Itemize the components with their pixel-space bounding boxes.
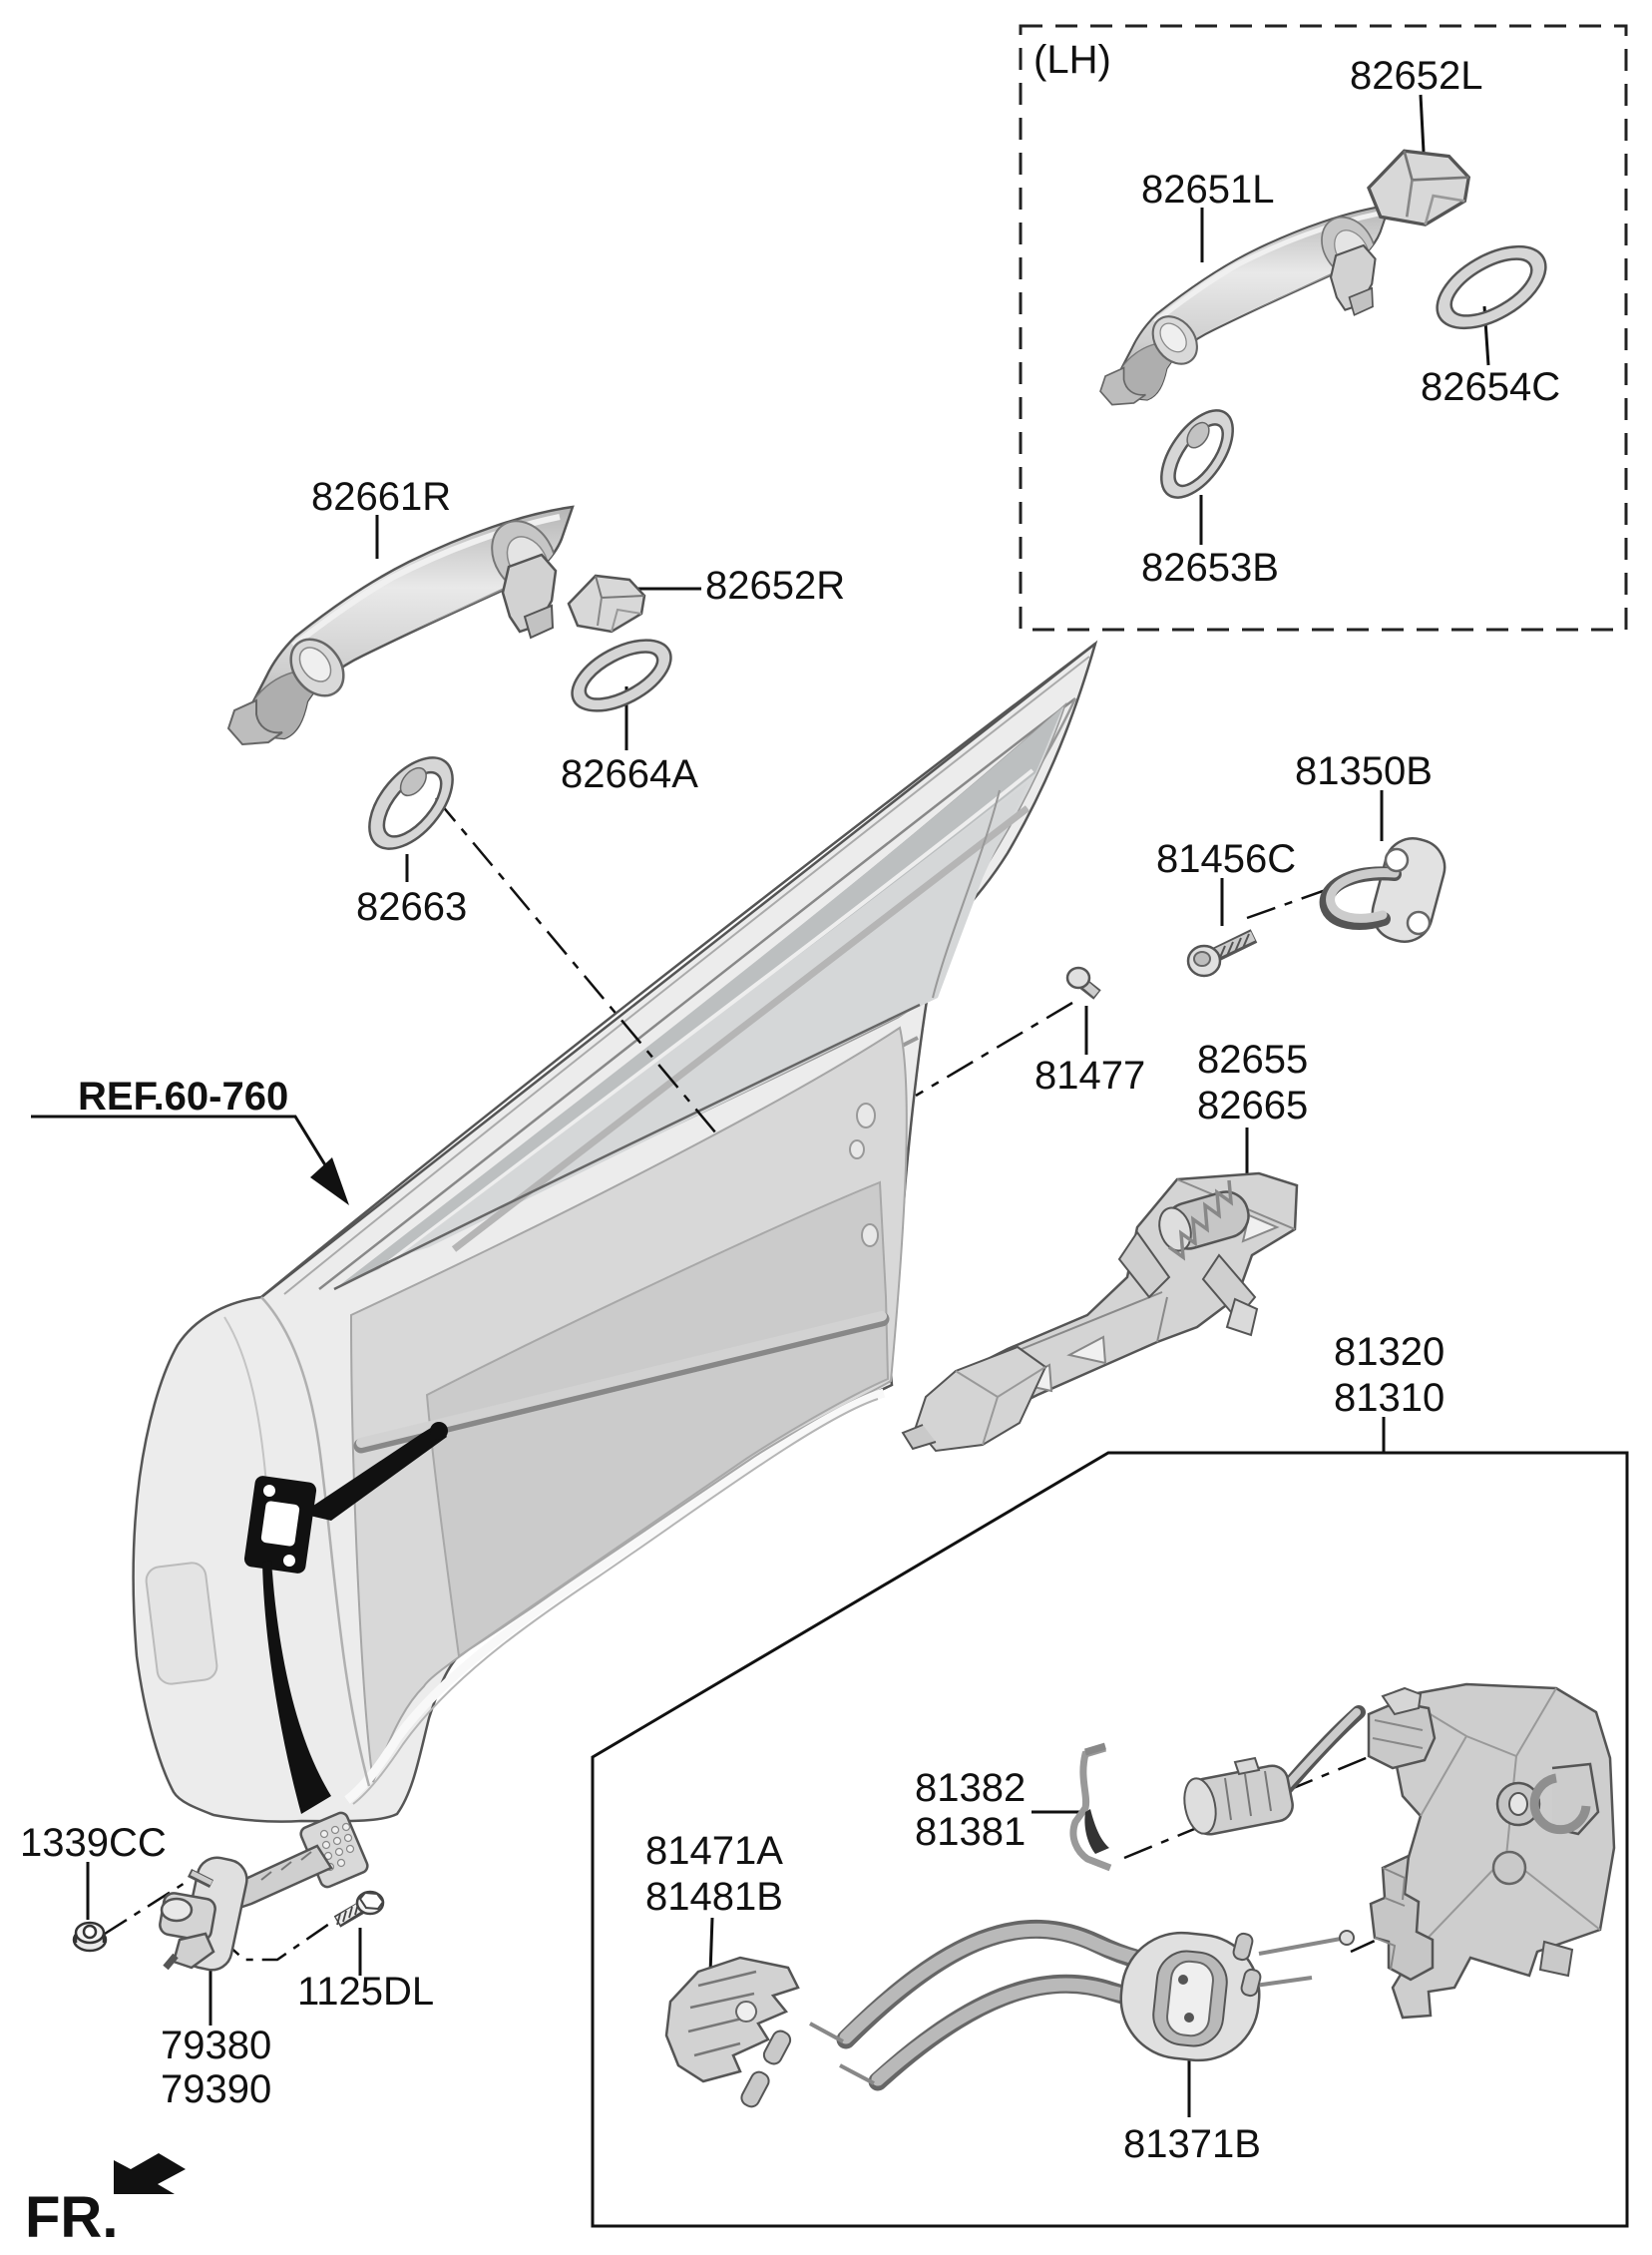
svg-text:81350B: 81350B [1295,749,1433,793]
svg-text:82653B: 82653B [1141,546,1279,590]
svg-text:81481B: 81481B [645,1875,783,1919]
svg-text:1339CC: 1339CC [20,1821,167,1865]
svg-text:82663: 82663 [356,885,467,929]
svg-text:81381: 81381 [915,1810,1026,1854]
svg-text:1125DL: 1125DL [297,1970,434,2014]
svg-text:(LH): (LH) [1033,38,1111,82]
svg-text:82665: 82665 [1197,1084,1308,1128]
svg-text:81382: 81382 [915,1766,1026,1810]
svg-text:82652L: 82652L [1350,54,1482,98]
svg-text:82654C: 82654C [1421,365,1560,409]
svg-text:81320: 81320 [1334,1330,1445,1374]
svg-text:81477: 81477 [1034,1054,1145,1098]
svg-text:FR.: FR. [25,2185,118,2250]
svg-text:82652R: 82652R [705,564,845,608]
svg-text:79390: 79390 [161,2067,271,2111]
svg-text:82661R: 82661R [311,475,451,519]
svg-text:81371B: 81371B [1123,2122,1261,2166]
svg-text:REF.60-760: REF.60-760 [78,1075,288,1119]
svg-text:81471A: 81471A [645,1829,783,1873]
svg-text:82651L: 82651L [1141,168,1274,212]
svg-text:79380: 79380 [161,2024,271,2067]
svg-text:82655: 82655 [1197,1038,1308,1082]
svg-text:81456C: 81456C [1156,837,1296,881]
svg-text:81310: 81310 [1334,1376,1445,1420]
svg-text:82664A: 82664A [561,752,698,796]
